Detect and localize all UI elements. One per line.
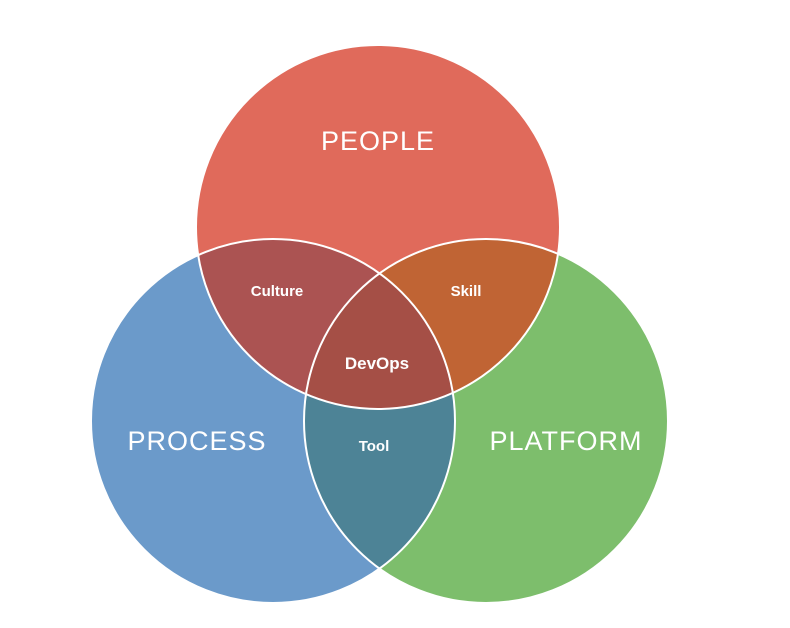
label-devops: DevOps	[345, 354, 409, 373]
label-platform: PLATFORM	[489, 426, 642, 456]
label-tool: Tool	[359, 438, 390, 455]
outline-platform	[303, 238, 669, 604]
label-culture: Culture	[251, 283, 304, 300]
label-people: PEOPLE	[321, 126, 435, 156]
label-process: PROCESS	[127, 426, 266, 456]
outline-people	[195, 44, 561, 410]
outline-process	[90, 238, 456, 604]
label-skill: Skill	[451, 283, 482, 300]
region-devops	[304, 239, 455, 409]
